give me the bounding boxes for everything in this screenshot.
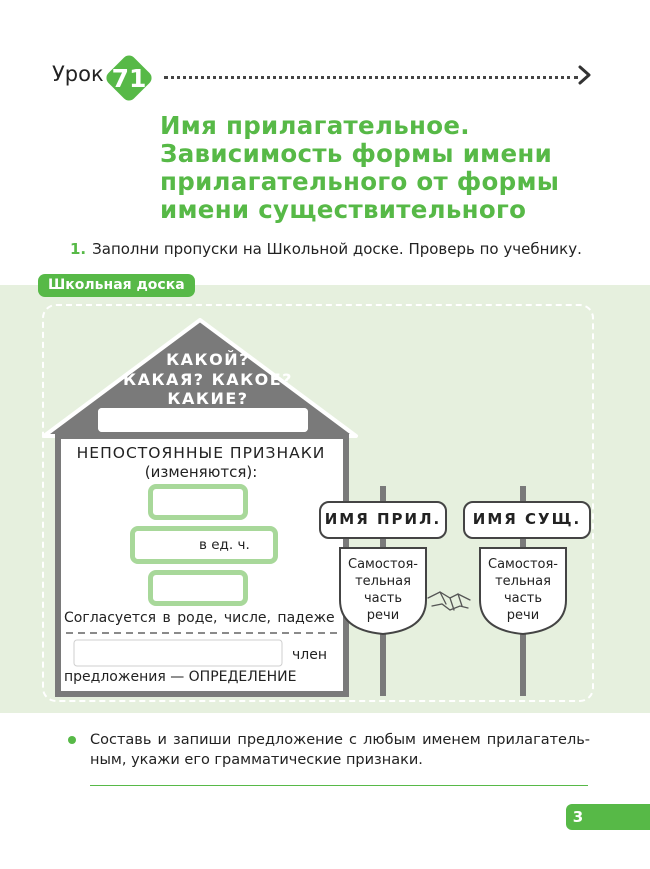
page-title: Имя прилагательное. Зависимость формы им…: [160, 112, 559, 224]
task-number: 1.: [70, 240, 87, 258]
changes-label: (изменяются):: [144, 463, 258, 481]
exercise-text: Составь и запиши предложение с любым име…: [90, 732, 590, 768]
sign-text-line: тельная: [355, 574, 411, 589]
definition-text: предложения — ОПРЕДЕЛЕНИЕ: [64, 669, 297, 685]
sign-text-line: Самостоя-: [348, 557, 418, 572]
sign-text-line: часть: [363, 591, 403, 606]
agreement-text: Согласуется в роде, числе, падеже: [64, 610, 335, 626]
sign-text-adjective: Самостоя- тельная часть речи: [340, 556, 426, 624]
singular-note: в ед. ч.: [199, 537, 250, 553]
question-line: КАКИЕ?: [167, 389, 249, 408]
sign-title-noun: ИМЯ СУЩ.: [472, 510, 582, 528]
header-dotted-line: [164, 76, 578, 79]
task-instruction: 1. Заполни пропуски на Школьной доске. Пр…: [70, 240, 582, 258]
sign-text-line: тельная: [495, 574, 551, 589]
bullet-dot-icon: [68, 736, 76, 744]
sign-text-line: речи: [506, 608, 540, 623]
handshake-icon: [427, 591, 471, 611]
blank-slot-3[interactable]: [148, 570, 248, 606]
blank-slot-2-field[interactable]: [135, 531, 191, 559]
sign-text-noun: Самостоя- тельная часть речи: [480, 556, 566, 624]
question-line: КАКАЯ? КАКОЕ?: [123, 370, 293, 389]
sign-text-line: речи: [366, 608, 400, 623]
sign-text-line: Самостоя-: [488, 557, 558, 572]
member-text: член: [292, 647, 327, 663]
title-line: имени существительного: [160, 195, 527, 224]
roof-blank-field[interactable]: [98, 408, 308, 432]
arrow-right-icon: [578, 65, 591, 85]
title-line: Имя прилагательное.: [160, 111, 470, 140]
board-dashed-frame: [42, 304, 594, 702]
page-number: 3: [572, 808, 584, 826]
lesson-number: 71: [111, 63, 147, 93]
question-line: КАКОЙ?: [166, 350, 250, 369]
sign-text-line: часть: [503, 591, 543, 606]
signposts-diagram: [319, 486, 591, 696]
title-line: Зависимость формы имени: [160, 139, 553, 168]
title-line: прилагательного от формы: [160, 167, 560, 196]
nonpermanent-features: НЕПОСТОЯННЫЕ ПРИЗНАКИ: [76, 444, 326, 462]
lesson-badge-shape: [106, 55, 152, 101]
board-label: Школьная доска: [38, 274, 195, 297]
task-text: Заполни пропуски на Школьной доске. Пров…: [92, 240, 582, 258]
blank-slot-2[interactable]: [130, 526, 278, 564]
blank-slot-1[interactable]: [148, 484, 248, 520]
lesson-label: Урок: [52, 62, 104, 86]
sign-title-adjective: ИМЯ ПРИЛ.: [324, 510, 442, 528]
page-number-tab: [566, 804, 650, 830]
answer-line[interactable]: [90, 785, 588, 786]
